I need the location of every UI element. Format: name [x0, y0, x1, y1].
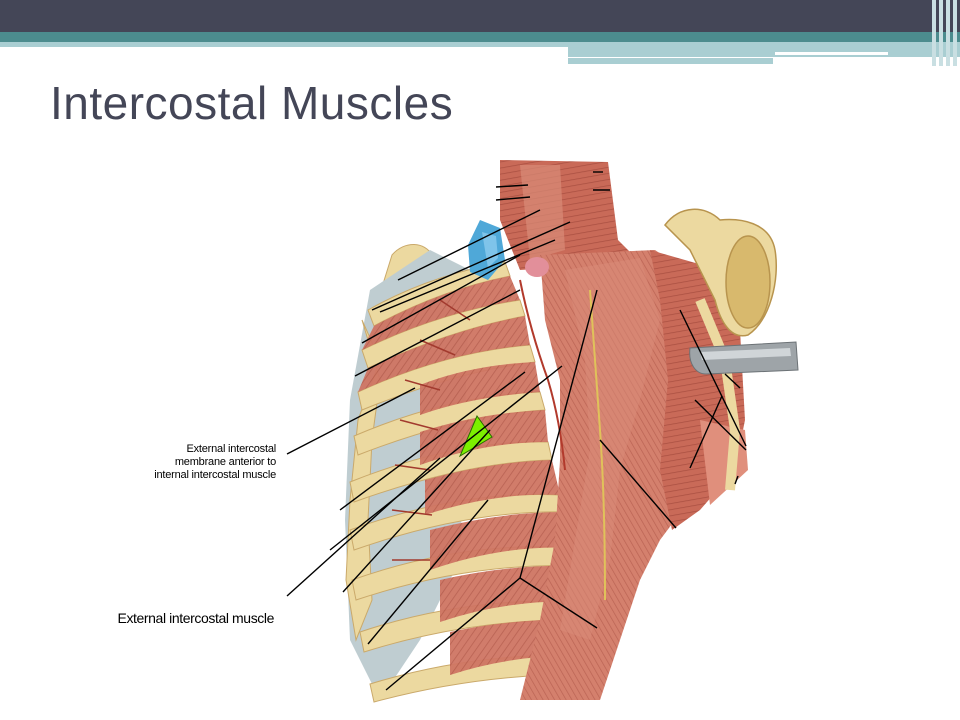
label-line: internal intercostal muscle: [154, 469, 276, 481]
retractor-clamp: [689, 341, 799, 375]
accent-band-gap: [775, 52, 888, 55]
pointer-arrow: [458, 414, 493, 458]
header-bar: [0, 0, 960, 32]
accent-band-light: [0, 42, 960, 47]
label-line: membrane anterior to: [174, 456, 276, 468]
accent-band-right-lower: [568, 58, 773, 64]
leader-lines: [286, 171, 747, 691]
scapula: [664, 208, 777, 491]
slide-title: Intercostal Muscles: [50, 77, 454, 129]
label-external-intercostal-membrane: External intercostal membrane anterior t…: [110, 443, 276, 482]
accent-band-teal: [0, 32, 960, 42]
label-external-intercostal-muscle: External intercostal muscle: [117, 610, 275, 626]
accent-band-right: [568, 47, 960, 57]
blood-vessels: [391, 220, 606, 601]
corner-decoration: [930, 0, 960, 66]
label-line: External intercostal: [186, 443, 276, 455]
neck-muscles: [500, 160, 640, 270]
